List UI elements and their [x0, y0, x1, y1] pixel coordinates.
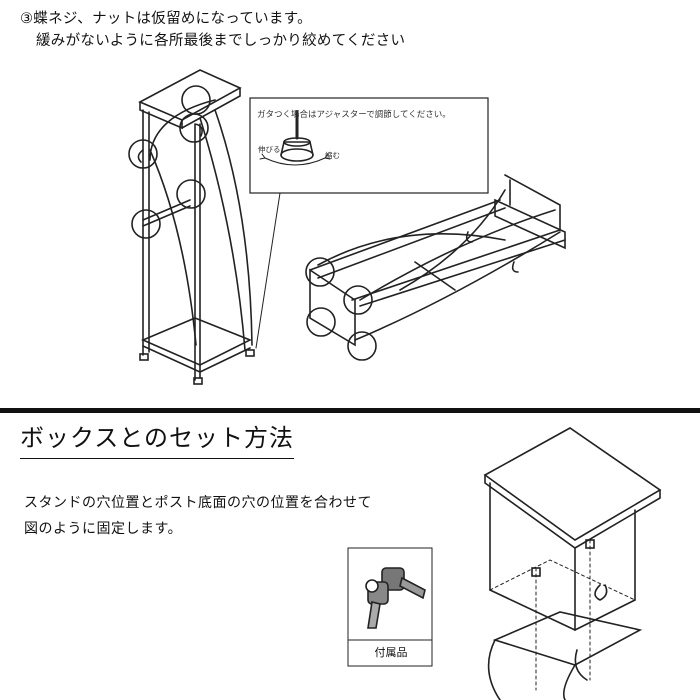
adjuster-callout-drawing	[249, 97, 489, 349]
accessory-label: 付属品	[374, 646, 408, 659]
adjuster-caption: ガタつく場合はアジャスターで調節してください。	[257, 110, 451, 120]
step-line-1: ③蝶ネジ、ナットは仮留めになっています。	[20, 11, 312, 27]
accessory-box-drawing	[347, 547, 433, 667]
adjuster-extend-label: 伸びる	[258, 145, 281, 154]
lying-stand-drawing	[305, 174, 566, 361]
instruction-line-1: スタンドの穴位置とポスト底面の穴の位置を合わせて	[24, 495, 372, 511]
section-title: ボックスとのセット方法	[20, 420, 295, 459]
step-line-2: 緩みがないように各所最後までしっかり絞めてください	[36, 33, 406, 49]
section-divider	[0, 408, 700, 413]
post-box-drawing	[483, 427, 662, 700]
upright-stand-drawing	[128, 69, 255, 385]
adjuster-shrink-label: 縮む	[325, 151, 340, 160]
box-setup-instructions: スタンドの穴位置とポスト底面の穴の位置を合わせて図のように固定します。	[24, 490, 372, 542]
step-instructions: ③蝶ネジ、ナットは仮留めになっています。緩みがないように各所最後までしっかり絞め…	[20, 8, 405, 52]
instruction-line-2: 図のように固定します。	[24, 521, 183, 537]
